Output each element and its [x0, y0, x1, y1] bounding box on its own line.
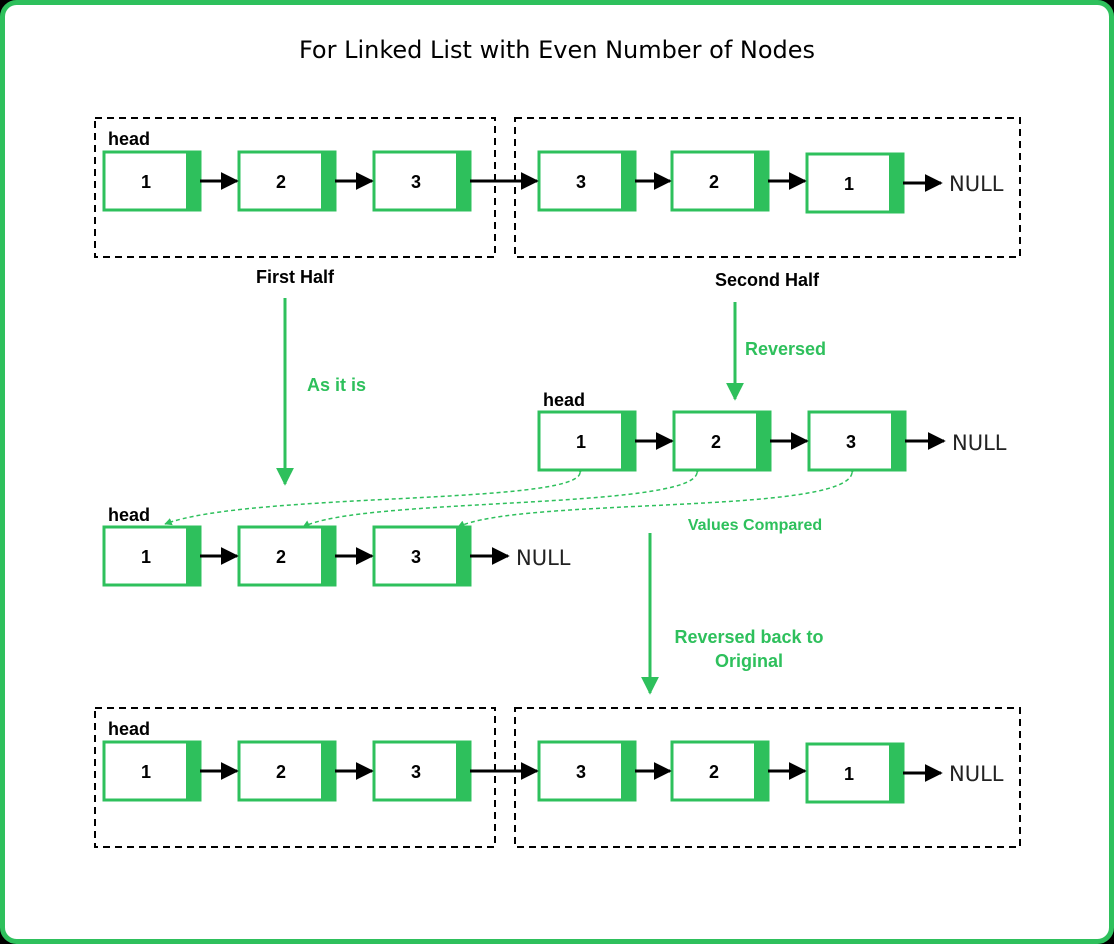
node-value: 2 [276, 172, 286, 192]
node-data-box [807, 410, 907, 472]
list-node: 3 [372, 525, 472, 587]
node-next-pointer [456, 742, 470, 800]
node-data-box [237, 150, 337, 212]
null-terminator: NULL [952, 431, 1007, 455]
node-value: 3 [576, 172, 586, 192]
node-next-pointer [321, 152, 335, 210]
list-node: 1 [102, 525, 202, 587]
list-node: 2 [672, 410, 772, 472]
diagram-title: For Linked List with Even Number of Node… [299, 36, 815, 64]
head-label-reversed: head [543, 390, 585, 410]
node-data-box [670, 740, 770, 802]
node-data-box [670, 150, 770, 212]
first-half-box [94, 117, 496, 258]
null-terminator: NULL [949, 172, 1004, 196]
reversed-back-label-line1: Reversed back to [674, 627, 823, 647]
list-node: 1 [102, 150, 202, 212]
node-data-box [537, 150, 637, 212]
node-data-box [672, 410, 772, 472]
compare-link-3 [457, 465, 857, 528]
node-value: 1 [141, 762, 151, 782]
reversed-label: Reversed [745, 339, 826, 359]
list-node: 3 [372, 150, 472, 212]
node-next-pointer [889, 744, 903, 802]
node-value: 3 [411, 172, 421, 192]
node-next-pointer [321, 742, 335, 800]
node-value: 2 [711, 432, 721, 452]
node-next-pointer [891, 412, 905, 470]
node-value: 2 [709, 172, 719, 192]
node-data-box [372, 740, 472, 802]
null-terminator: NULL [949, 762, 1004, 786]
node-data-box [372, 525, 472, 587]
node-value: 3 [576, 762, 586, 782]
list-node: 2 [670, 740, 770, 802]
node-value: 1 [844, 174, 854, 194]
node-value: 2 [276, 547, 286, 567]
node-next-pointer [186, 527, 200, 585]
node-next-pointer [754, 742, 768, 800]
node-data-box [805, 742, 905, 804]
second-half-box [514, 117, 1021, 258]
node-value: 3 [411, 547, 421, 567]
list-node: 3 [807, 410, 907, 472]
node-value: 1 [141, 547, 151, 567]
node-value: 2 [709, 762, 719, 782]
node-data-box [237, 525, 337, 587]
node-data-box [102, 150, 202, 212]
list-node: 3 [537, 740, 637, 802]
null-terminator: NULL [516, 546, 571, 570]
node-next-pointer [456, 152, 470, 210]
second-half-caption: Second Half [715, 270, 820, 290]
list-node: 1 [805, 152, 905, 214]
node-value: 3 [846, 432, 856, 452]
restored-second-half-box [514, 707, 1021, 848]
values-compared-label: Values Compared [688, 517, 822, 534]
list-node: 1 [102, 740, 202, 802]
node-data-box [102, 740, 202, 802]
list-node: 1 [537, 410, 637, 472]
head-label-restored: head [108, 719, 150, 739]
list-node: 1 [805, 742, 905, 804]
node-data-box [805, 152, 905, 214]
node-value: 1 [576, 432, 586, 452]
node-next-pointer [754, 152, 768, 210]
head-label-original: head [108, 129, 150, 149]
head-label-first-half: head [108, 505, 150, 525]
node-next-pointer [621, 152, 635, 210]
node-data-box [102, 525, 202, 587]
node-next-pointer [756, 412, 770, 470]
list-node: 3 [537, 150, 637, 212]
node-data-box [537, 410, 637, 472]
node-next-pointer [621, 412, 635, 470]
list-node: 3 [372, 740, 472, 802]
node-next-pointer [186, 742, 200, 800]
node-value: 1 [141, 172, 151, 192]
node-value: 2 [276, 762, 286, 782]
node-value: 3 [411, 762, 421, 782]
node-next-pointer [889, 154, 903, 212]
list-node: 2 [237, 525, 337, 587]
reversed-back-label-line2: Original [715, 651, 783, 671]
list-node: 2 [237, 150, 337, 212]
node-data-box [237, 740, 337, 802]
node-data-box [372, 150, 472, 212]
node-next-pointer [186, 152, 200, 210]
node-next-pointer [321, 527, 335, 585]
restored-first-half-box [94, 707, 496, 848]
node-next-pointer [621, 742, 635, 800]
list-node: 2 [237, 740, 337, 802]
node-data-box [537, 740, 637, 802]
as-it-is-label: As it is [307, 375, 366, 395]
node-value: 1 [844, 764, 854, 784]
node-next-pointer [456, 527, 470, 585]
list-node: 2 [670, 150, 770, 212]
first-half-caption: First Half [256, 267, 335, 287]
